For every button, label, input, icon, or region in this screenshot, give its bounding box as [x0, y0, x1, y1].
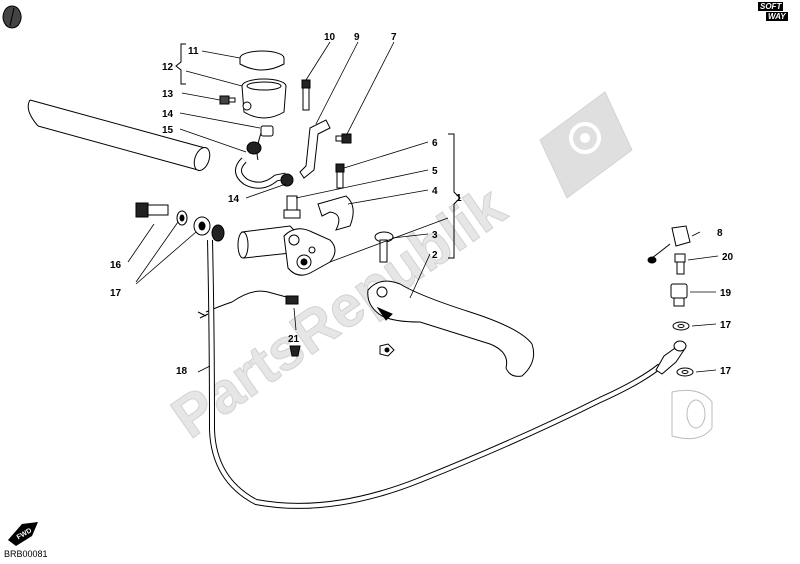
part-label-19: 19	[720, 288, 732, 299]
part-label-18: 18	[176, 366, 188, 377]
reservoir-hose	[235, 125, 294, 189]
banjo-bolt	[135, 202, 225, 242]
watermark-logo	[539, 91, 633, 199]
part-label-1: 1	[456, 193, 462, 204]
part-label-14-lower: 14	[228, 194, 240, 205]
screw	[335, 133, 352, 144]
part-label-9: 9	[354, 32, 360, 43]
part-label-12: 12	[162, 62, 174, 73]
part-label-17-upper-right: 17	[720, 320, 732, 331]
corner-marker-icon	[2, 5, 22, 29]
leader-lines	[127, 41, 719, 373]
bolt	[301, 79, 311, 111]
part-label-14: 14	[162, 109, 174, 120]
part-label-20: 20	[722, 252, 734, 263]
drawing-code: BRB00081	[4, 549, 48, 559]
slave-cylinder	[671, 389, 713, 440]
handlebar	[27, 99, 211, 172]
pivot-pin	[374, 231, 394, 263]
brand-logo: SOFT WAY	[752, 2, 796, 22]
forward-arrow-icon: FWD	[8, 522, 38, 546]
group-brackets	[175, 43, 461, 259]
master-cylinder	[237, 225, 336, 276]
part-label-5: 5	[432, 166, 438, 177]
gear-icon	[569, 122, 601, 154]
sealing-washer	[672, 321, 694, 377]
clutch-lever	[367, 280, 535, 377]
part-label-13: 13	[162, 89, 174, 100]
part-label-6: 6	[432, 138, 438, 149]
hose-fitting	[283, 195, 301, 219]
screw	[219, 95, 236, 105]
clutch-switch	[197, 290, 301, 357]
reservoir-cap	[239, 50, 285, 71]
screw	[335, 163, 345, 189]
part-label-2: 2	[432, 250, 438, 261]
brand-line-2: WAY	[766, 12, 788, 21]
clutch-hose	[207, 239, 662, 509]
part-label-11: 11	[188, 46, 199, 57]
reservoir	[241, 78, 287, 119]
part-label-17-left: 17	[110, 288, 122, 299]
bleeder-cap	[647, 225, 691, 264]
part-label-21: 21	[288, 334, 300, 345]
hose-end-banjo	[655, 340, 687, 375]
bleeder-valve	[674, 253, 686, 275]
part-label-16: 16	[110, 260, 122, 271]
brand-line-1: SOFT	[758, 2, 784, 11]
lever-nut	[379, 343, 395, 357]
reservoir-bracket	[299, 119, 331, 179]
part-label-8: 8	[717, 228, 723, 239]
part-label-15: 15	[162, 125, 174, 136]
part-label-7: 7	[391, 32, 397, 43]
part-label-4: 4	[432, 186, 438, 197]
handlebar-clamp	[317, 195, 354, 231]
part-label-3: 3	[432, 230, 438, 241]
part-labels: 11 12 13 14 15 14 10 9 7 6 5 4 1 3 2 16 …	[110, 32, 734, 377]
banjo-fitting	[670, 283, 688, 307]
part-label-10: 10	[324, 32, 336, 43]
part-label-17-lower-right: 17	[720, 366, 732, 377]
